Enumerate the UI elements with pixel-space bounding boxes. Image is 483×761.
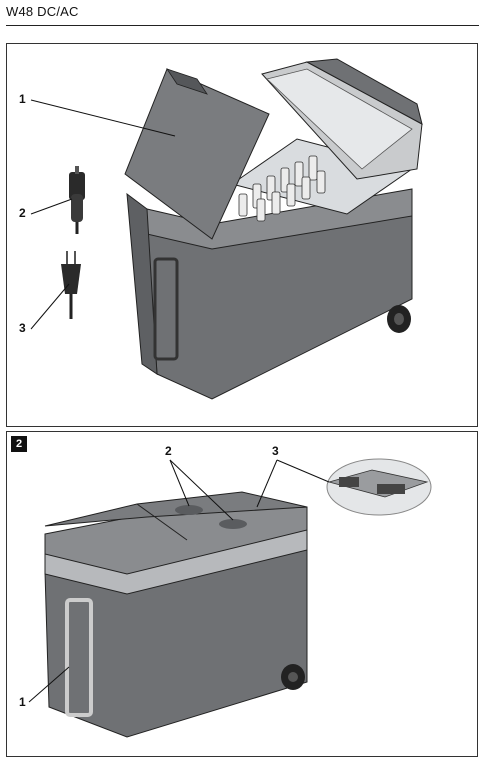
leader-line-2a: [169, 459, 190, 507]
vent-grill-right: [219, 519, 247, 529]
callout-2-fig2: 2: [165, 444, 172, 458]
leader-line-3a: [256, 459, 278, 508]
figure-2-panel: 2 2 3 1: [6, 431, 478, 757]
callout-3: 3: [19, 321, 26, 335]
detail-hinge-right: [377, 484, 405, 494]
header-rule: [6, 25, 479, 26]
callout-3-fig2: 3: [272, 444, 279, 458]
figure-number-badge: 2: [11, 436, 27, 452]
mains-plug-icon: [61, 251, 81, 319]
figure-1-illustration: [30, 58, 423, 400]
detail-hinge-left: [339, 477, 359, 487]
figure-1-panel: 1 2 3: [6, 43, 478, 427]
lid-right-edge: [305, 58, 423, 125]
callout-1-fig2: 1: [19, 695, 26, 709]
cooler-side: [126, 192, 158, 375]
wheel-hub: [394, 313, 404, 325]
figure-2-illustration: [28, 458, 432, 738]
handle-closed: [65, 598, 93, 717]
lid-split-line: [136, 503, 188, 541]
document-title: W48 DC/AC: [6, 4, 79, 19]
callout-1: 1: [19, 92, 26, 106]
leader-line-3: [30, 283, 70, 330]
leader-line-3b: [276, 459, 330, 483]
car-plug-icon: [69, 166, 85, 234]
lid-right-inner: [266, 68, 413, 170]
leader-line-1: [30, 99, 176, 137]
leader-line-1b: [28, 666, 70, 703]
leader-line-2: [30, 198, 73, 215]
callout-2: 2: [19, 206, 26, 220]
bottles: [238, 155, 326, 222]
wheel-hub-closed: [288, 672, 298, 682]
lid-left-open: [124, 68, 270, 240]
vent-grill-left: [175, 505, 203, 515]
lid-left-grip: [166, 68, 208, 95]
side-handle: [153, 257, 179, 361]
leader-line-2b: [169, 459, 234, 521]
